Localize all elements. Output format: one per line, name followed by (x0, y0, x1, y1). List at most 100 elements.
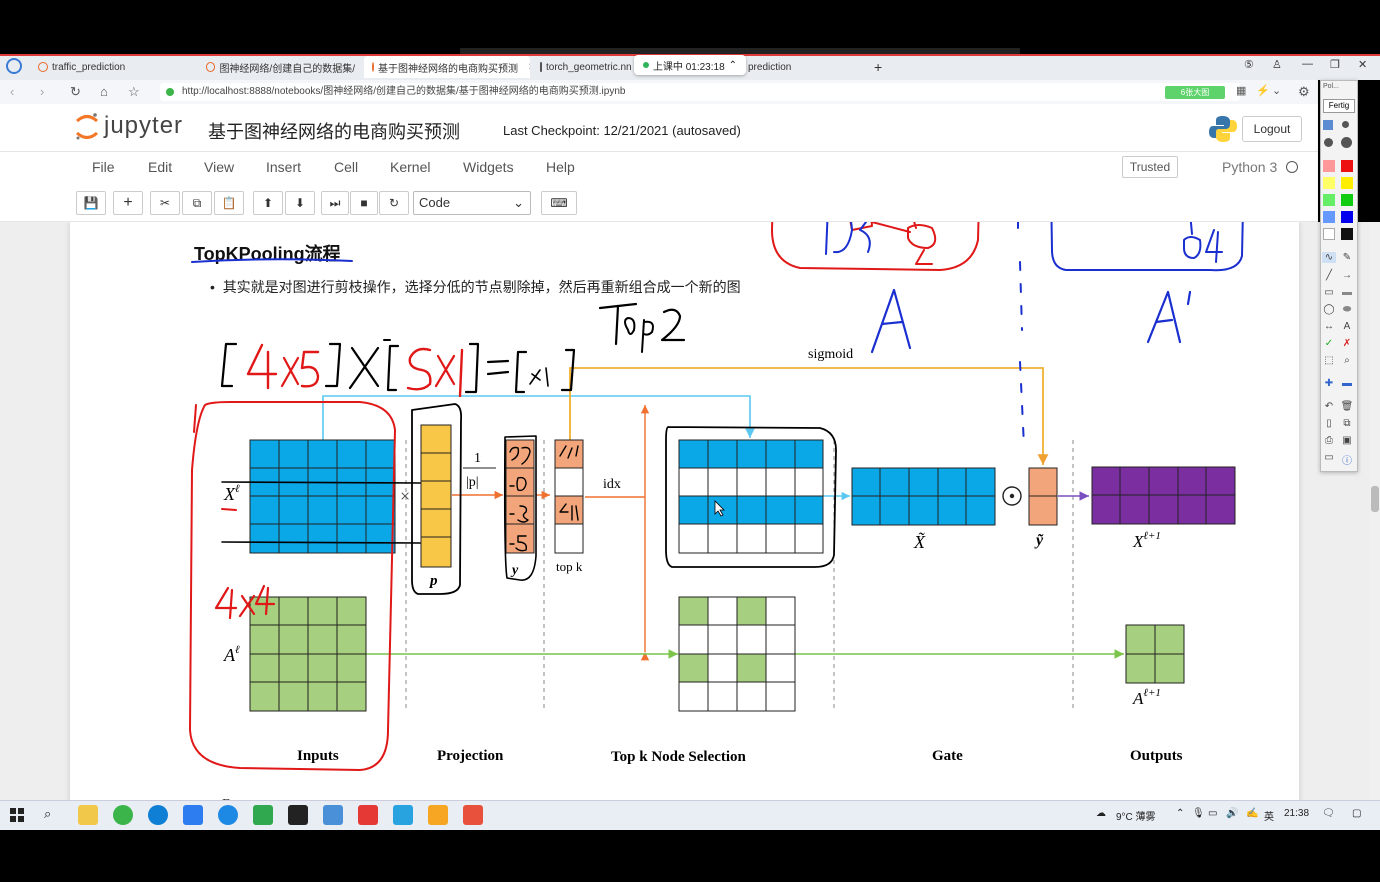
medium-dot-tool[interactable] (1342, 121, 1349, 128)
search-icon[interactable]: ⌕ (44, 806, 52, 821)
filled-rectangle-icon[interactable]: ▬ (1342, 287, 1352, 298)
check-icon[interactable]: ✓ (1324, 338, 1334, 349)
menu-help[interactable]: Help (546, 159, 575, 175)
scrollbar-thumb[interactable] (1371, 486, 1379, 512)
weather-text[interactable]: 9°C 薄雾 (1116, 812, 1156, 823)
new-page-icon[interactable]: ▯ (1326, 418, 1332, 429)
double-arrow-icon[interactable]: ↔ (1324, 321, 1334, 332)
duplicate-icon[interactable]: ⧉ (1343, 418, 1351, 429)
pen-icon[interactable]: ✍ (1246, 808, 1259, 819)
copy-button[interactable]: ⧉ (182, 191, 212, 215)
save-button[interactable]: 💾 (76, 191, 106, 215)
tab-traffic-prediction[interactable]: traffic_prediction (30, 56, 195, 78)
edge-browser-icon[interactable] (148, 805, 168, 825)
color-swatch-lightyellow[interactable] (1323, 177, 1335, 189)
info-icon[interactable]: ⓘ (1342, 456, 1352, 467)
insert-cell-button[interactable]: + (113, 191, 143, 215)
grid-icon[interactable]: ▦ (1236, 85, 1247, 97)
color-swatch-lightgreen[interactable] (1323, 194, 1335, 206)
close-tab-icon[interactable]: ✕ (528, 62, 530, 73)
color-swatch-pink[interactable] (1323, 160, 1335, 172)
clock[interactable]: 21:38 (1284, 808, 1310, 819)
menu-cell[interactable]: Cell (334, 159, 359, 175)
tab-ecommerce-prediction[interactable]: 基于图神经网络的电商购买预测✕ (364, 56, 530, 78)
network-icon[interactable]: ▭ (1208, 808, 1218, 819)
forward-icon[interactable]: › (40, 84, 45, 99)
color-swatch-yellow[interactable] (1341, 177, 1353, 189)
undo-icon[interactable]: ↶ (1324, 401, 1334, 412)
menu-edit[interactable]: Edit (148, 159, 173, 175)
cell-type-select[interactable]: Code⌄ (413, 191, 531, 215)
text-tool-icon[interactable]: A (1343, 321, 1351, 332)
tab-count-icon[interactable]: ⑤ (1244, 59, 1254, 71)
tab-torch-geometric[interactable]: torch_geometric.nn (532, 56, 632, 78)
color-swatch-green[interactable] (1341, 194, 1353, 206)
restart-button[interactable]: ↻ (379, 191, 409, 215)
palette-done-button[interactable]: Fertig (1323, 99, 1355, 113)
run-button[interactable]: ⏭ (321, 191, 349, 215)
color-swatch-white[interactable] (1323, 228, 1335, 240)
settings-gear-icon[interactable]: ⚙ (1298, 84, 1310, 99)
presentation-app-icon[interactable] (463, 805, 483, 825)
file-explorer-icon[interactable] (78, 805, 98, 825)
reload-icon[interactable]: ↻ (70, 84, 81, 99)
ellipse-tool-icon[interactable]: ◯ (1323, 304, 1335, 315)
chevron-down-icon[interactable]: ⌄ (1272, 85, 1282, 97)
zoom-icon[interactable]: ⌕ (1344, 355, 1350, 366)
freehand-pen-icon[interactable]: ∿ (1322, 252, 1336, 263)
line-tool-icon[interactable]: ╱ (1325, 270, 1333, 281)
class-timer[interactable]: 上课中 01:23:18⌃ (634, 55, 746, 75)
trusted-indicator[interactable]: Trusted (1122, 156, 1178, 178)
shirt-icon[interactable]: ♙ (1272, 59, 1282, 71)
zoom-out-icon[interactable]: ▬ (1342, 378, 1352, 389)
menu-insert[interactable]: Insert (266, 159, 302, 175)
save-disk-icon[interactable]: ▣ (1342, 435, 1352, 446)
move-down-button[interactable]: ⬇ (285, 191, 315, 215)
bulb-app-icon[interactable] (428, 805, 448, 825)
paste-button[interactable]: 📋 (214, 191, 244, 215)
screen-icon[interactable]: ▭ (1324, 452, 1334, 463)
url-input[interactable]: http://localhost:8888/notebooks/图神经网络/创建… (160, 83, 1240, 101)
filled-ellipse-icon[interactable]: ⬬ (1342, 304, 1352, 315)
select-area-icon[interactable]: ⬚ (1324, 355, 1334, 366)
notification-icon[interactable]: 🗨 (1322, 808, 1335, 819)
feishu-icon[interactable] (183, 805, 203, 825)
menu-kernel[interactable]: Kernel (390, 159, 431, 175)
tab-create-dataset[interactable]: 图神经网络/创建自己的数据集/ (198, 56, 363, 78)
menu-file[interactable]: File (92, 159, 115, 175)
image-badge[interactable]: 6张大图 (1165, 86, 1225, 99)
jupyter-logo-text[interactable]: jupyter (104, 112, 184, 139)
show-desktop-icon[interactable]: ▢ (1352, 808, 1362, 819)
volume-icon[interactable]: 🔊 (1226, 808, 1239, 819)
arrow-tool-icon[interactable]: → (1342, 270, 1352, 281)
print-icon[interactable]: ⎙ (1325, 435, 1333, 446)
logout-button[interactable]: Logout (1242, 116, 1302, 142)
menu-widgets[interactable]: Widgets (463, 159, 514, 175)
window-app-icon[interactable] (323, 805, 343, 825)
trash-icon[interactable]: 🗑 (1340, 401, 1354, 412)
lightning-icon[interactable]: ⚡ (1256, 85, 1270, 97)
home-icon[interactable]: ⌂ (100, 84, 108, 99)
color-swatch-red[interactable] (1341, 160, 1353, 172)
notebook-title[interactable]: 基于图神经网络的电商购买预测 (208, 122, 460, 142)
tencent-meeting-icon[interactable] (393, 805, 413, 825)
cut-button[interactable]: ✂ (150, 191, 180, 215)
back-icon[interactable]: ‹ (10, 84, 15, 99)
ime-indicator[interactable]: 英 (1264, 812, 1274, 823)
move-up-button[interactable]: ⬆ (253, 191, 283, 215)
kernel-name[interactable]: Python 3 (1222, 159, 1278, 175)
bookmark-star-icon[interactable]: ☆ (128, 84, 140, 99)
xl-dot-tool[interactable] (1341, 137, 1352, 148)
color-swatch-lightblue[interactable] (1323, 211, 1335, 223)
command-palette-button[interactable]: ⌨ (541, 191, 577, 215)
windows-start-icon[interactable] (10, 808, 24, 822)
pycharm-icon[interactable] (253, 805, 273, 825)
wps-icon[interactable] (358, 805, 378, 825)
cross-icon[interactable]: ✗ (1342, 338, 1352, 349)
interrupt-button[interactable]: ■ (350, 191, 378, 215)
microphone-icon[interactable]: 🎙 (1192, 808, 1205, 819)
menu-view[interactable]: View (204, 159, 235, 175)
color-swatch-black[interactable] (1341, 228, 1353, 240)
rectangle-tool-icon[interactable]: ▭ (1324, 287, 1334, 298)
new-tab-button[interactable]: + (874, 59, 883, 75)
